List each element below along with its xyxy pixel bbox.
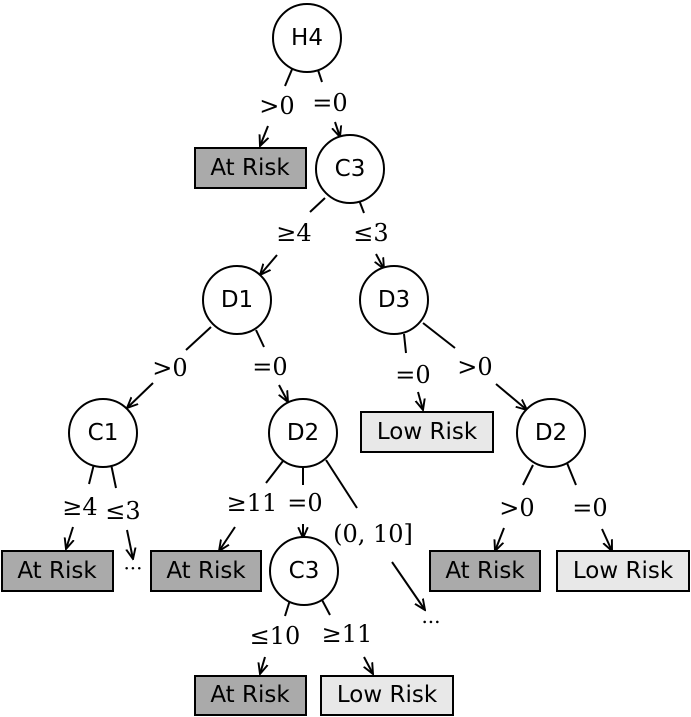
node-label: D3	[378, 287, 410, 313]
leaf-label: At Risk	[17, 558, 97, 584]
edge-c3-to-d3: ≤3	[353, 199, 389, 269]
edge-label: >0	[457, 353, 492, 381]
node-h4: H4	[272, 3, 342, 73]
edge-label: ≥11	[322, 620, 373, 648]
node-label: C3	[289, 558, 320, 584]
edge-label: =0	[312, 89, 347, 117]
edge-label: (0, 10]	[333, 520, 413, 548]
node-label: D1	[221, 287, 253, 313]
edge-label: ≥4	[62, 493, 97, 521]
edge-label: >0	[499, 494, 534, 522]
node-c1: C1	[68, 398, 138, 468]
edge-d2mid-to-ellipsis: (0, 10]	[325, 459, 425, 610]
node-label: H4	[291, 25, 323, 51]
edge-c1-to-ellipsis: ≤3	[105, 463, 141, 559]
edge-label: ≤3	[105, 497, 140, 525]
node-c3-top: C3	[315, 134, 385, 204]
edge-label: =0	[572, 494, 607, 522]
edge-label: =0	[287, 489, 322, 517]
leaf-label: Low Risk	[573, 558, 674, 584]
edge-label: ≤10	[250, 622, 301, 650]
leaf-low-risk: Low Risk	[556, 550, 690, 592]
leaf-label: Low Risk	[377, 419, 478, 445]
edge-h4-to-c3: =0	[312, 66, 348, 137]
subtree-ellipsis: ...	[421, 604, 440, 628]
node-d3: D3	[359, 265, 429, 335]
edge-d2right-to-low-risk: =0	[566, 462, 612, 551]
leaf-label: At Risk	[166, 558, 246, 584]
leaf-at-risk: At Risk	[194, 147, 307, 189]
leaf-label: At Risk	[210, 682, 290, 708]
edge-d2mid-to-at-risk: ≥11	[219, 460, 284, 551]
node-c3-bottom: C3	[269, 536, 339, 606]
node-d1: D1	[202, 265, 272, 335]
node-d2-mid: D2	[268, 398, 338, 468]
leaf-low-risk: Low Risk	[320, 675, 454, 716]
node-label: C3	[335, 156, 366, 182]
edge-c3bottom-to-at-risk: ≤10	[250, 599, 301, 674]
leaf-at-risk: At Risk	[1, 550, 114, 592]
node-label: C1	[88, 420, 119, 446]
edge-label: ≥4	[276, 219, 311, 247]
edge-d2mid-to-c3-bottom: =0	[287, 464, 323, 538]
edge-d1-to-d2-mid: =0	[252, 329, 288, 402]
leaf-low-risk: Low Risk	[360, 411, 494, 453]
leaf-at-risk: At Risk	[194, 675, 307, 716]
edge-label: ≤3	[353, 219, 388, 247]
subtree-ellipsis: ···	[123, 556, 142, 580]
leaf-label: Low Risk	[337, 682, 438, 708]
edge-label: =0	[395, 361, 430, 389]
edge-h4-to-at-risk: >0	[259, 66, 295, 146]
node-label: D2	[287, 420, 319, 446]
edge-c3-to-d1: ≥4	[260, 197, 326, 275]
leaf-label: At Risk	[210, 155, 290, 181]
node-d2-right: D2	[516, 398, 586, 468]
edge-c3bottom-to-low-risk: ≥11	[320, 597, 373, 674]
leaf-at-risk: At Risk	[429, 550, 541, 592]
edge-d1-to-c1: >0	[127, 326, 212, 408]
edge-d2right-to-at-risk: >0	[495, 464, 535, 551]
node-label: D2	[535, 420, 567, 446]
edge-label: >0	[259, 92, 294, 120]
edge-label: >0	[152, 354, 187, 382]
edge-d3-to-d2-right: >0	[422, 322, 527, 410]
edge-d3-to-low-risk: =0	[395, 333, 431, 410]
leaf-at-risk: At Risk	[150, 550, 262, 592]
edge-label: ≥11	[227, 489, 278, 517]
leaf-label: At Risk	[445, 558, 525, 584]
edge-label: =0	[252, 353, 287, 381]
edge-c1-to-at-risk: ≥4	[62, 463, 98, 549]
